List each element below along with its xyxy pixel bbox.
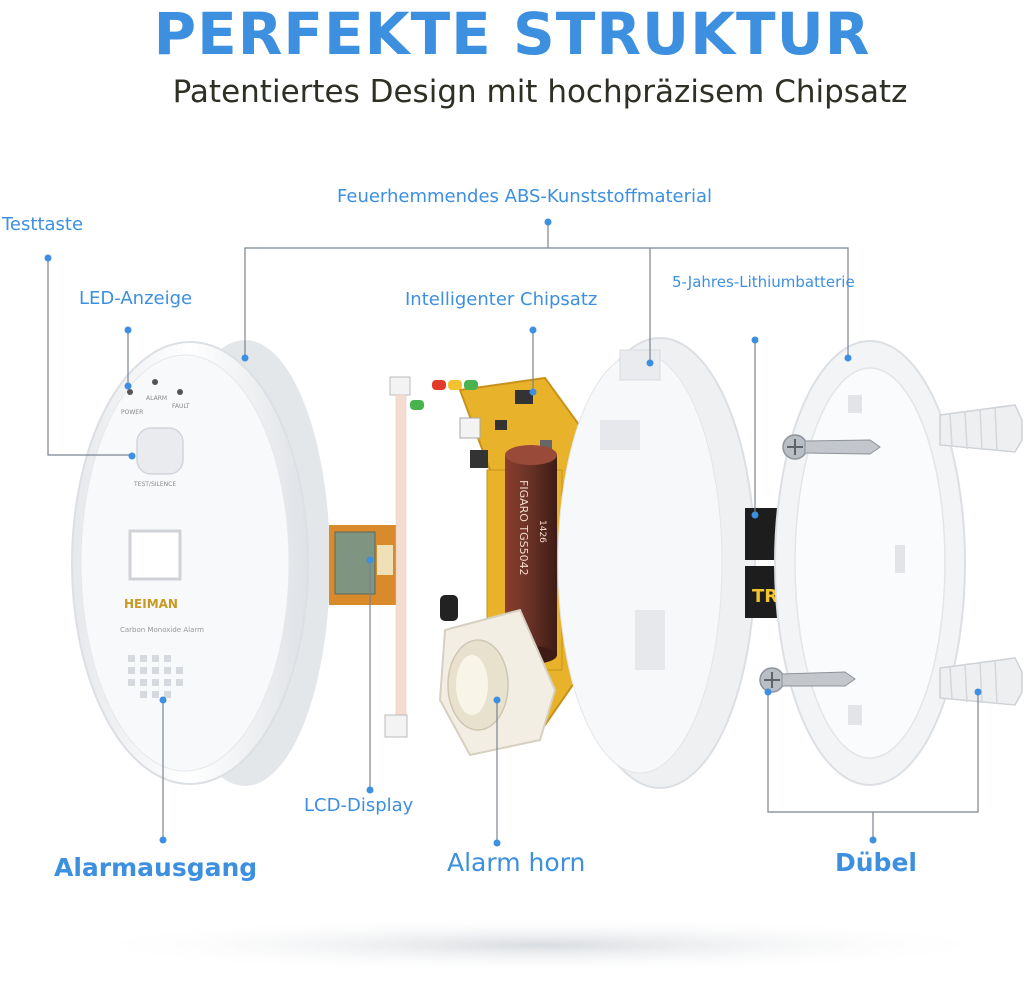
sensor-batch: 1426 <box>537 520 547 543</box>
test-silence-button[interactable] <box>136 427 184 475</box>
label-alarm-horn: Alarm horn <box>447 848 586 877</box>
label-chipset: Intelligenter Chipsatz <box>405 289 598 310</box>
leader-dots <box>44 218 982 847</box>
screws <box>759 434 881 693</box>
leader-lines <box>47 222 979 843</box>
lcd-window <box>128 529 182 581</box>
pcb-led-red <box>432 380 446 390</box>
middle-housing <box>557 337 756 789</box>
ground-shadow <box>70 917 1010 973</box>
label-dowel: Dübel <box>835 848 917 877</box>
alarm-horn-buzzer <box>438 595 557 757</box>
pcb-led-green-2 <box>410 400 424 410</box>
mounting-plate <box>774 340 966 786</box>
label-battery: 5-Jahres-Lithiumbatterie <box>672 273 855 291</box>
brand-logo: HEIMAN <box>124 597 178 611</box>
sensor-label: FIGARO TGS5042 <box>517 480 530 576</box>
lcd-module <box>329 525 399 605</box>
led-power <box>127 389 133 395</box>
led-alarm-label: ALARM <box>146 395 167 402</box>
led-alarm <box>152 379 158 385</box>
label-test-button: Testtaste <box>2 214 84 235</box>
pcb-led-yellow <box>448 380 462 390</box>
label-alarm-output: Alarmausgang <box>54 853 258 882</box>
pcb-led-green <box>464 380 478 390</box>
model-text: Carbon Monoxide Alarm <box>120 626 204 634</box>
led-fault <box>177 389 183 395</box>
label-material: Feuerhemmendes ABS-Kunststoffmaterial <box>337 186 713 207</box>
label-led: LED-Anzeige <box>79 288 193 309</box>
page-title: PERFEKTE STRUKTUR <box>153 0 871 68</box>
led-power-label: POWER <box>121 409 143 416</box>
label-lcd: LCD-Display <box>304 795 414 816</box>
page-subtitle: Patentiertes Design mit hochpräzisem Chi… <box>172 74 908 110</box>
led-fault-label: FAULT <box>172 403 190 410</box>
wall-plugs <box>939 404 1023 706</box>
speaker-grille <box>128 655 183 698</box>
ribbon-cable <box>384 376 411 738</box>
front-cover: POWER ALARM FAULT TEST/SILENCE HEIMAN Ca… <box>71 340 330 786</box>
test-silence-label: TEST/SILENCE <box>133 481 176 488</box>
